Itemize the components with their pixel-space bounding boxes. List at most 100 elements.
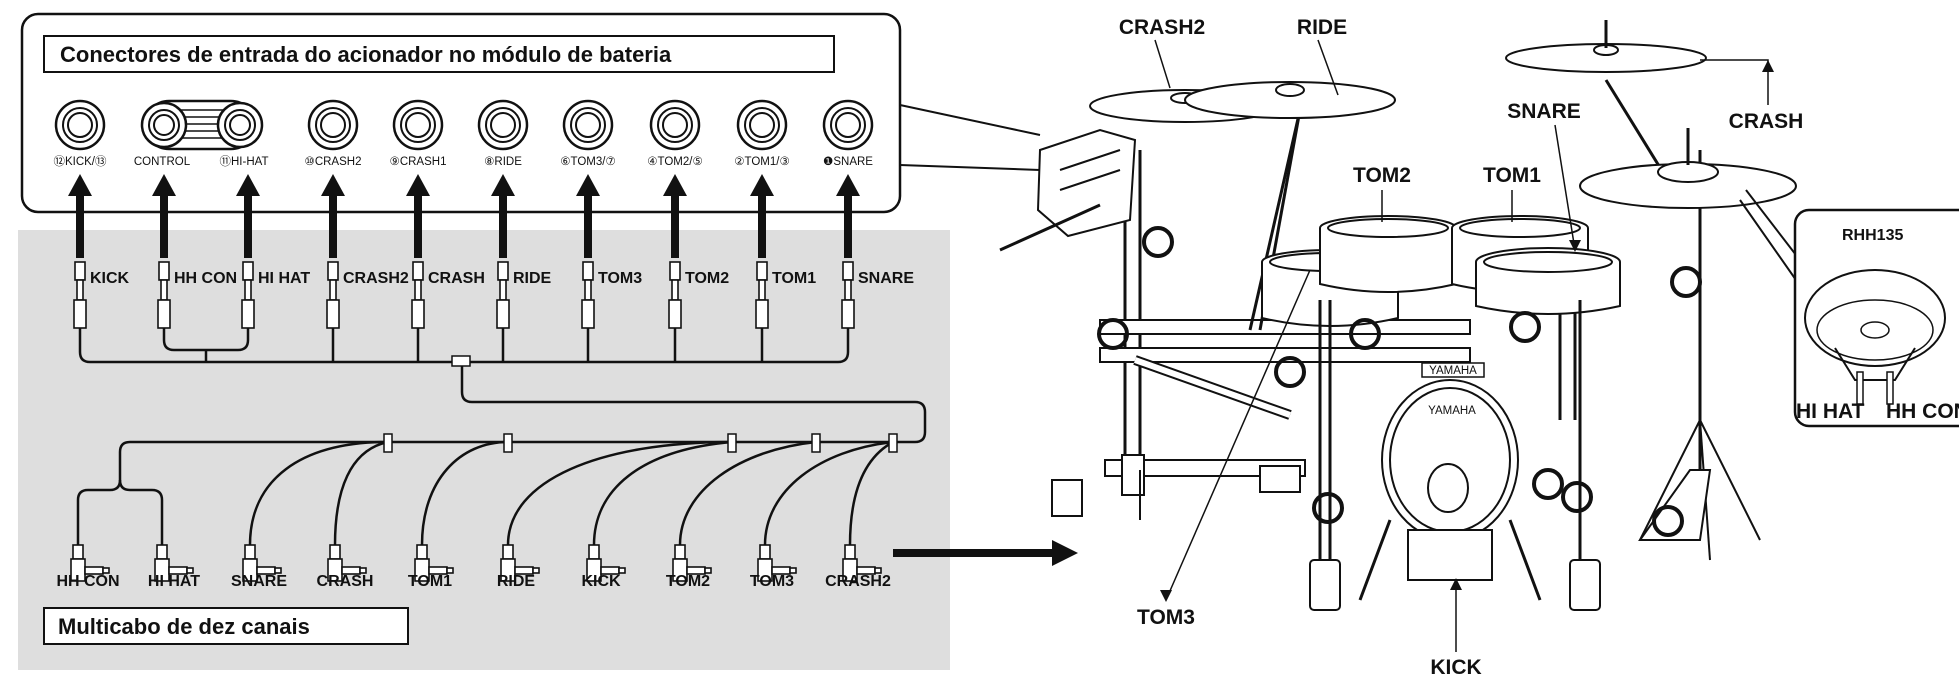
cable-label: HI HAT xyxy=(258,270,310,287)
kit-labels: CRASH2 RIDE CRASH SNARE TOM2 TOM1 TOM3 K… xyxy=(1119,16,1804,679)
callout-line xyxy=(899,104,1041,171)
kit-label-tom3: TOM3 xyxy=(1137,606,1195,629)
cymbal-hihat xyxy=(1579,128,1797,209)
rhh-label-hihat: HI HAT xyxy=(1796,400,1865,423)
rack-frame xyxy=(1051,150,1577,517)
jack-label: ⑨CRASH1 xyxy=(390,156,447,168)
top-plugs xyxy=(73,261,855,329)
drum-module xyxy=(999,128,1137,252)
jack-crash1 xyxy=(392,99,444,151)
cable-label: TOM3 xyxy=(750,573,794,590)
multicable-title-box: Multicabo de dez canais xyxy=(43,607,409,645)
plug-ride xyxy=(496,261,510,329)
plug-crash2 xyxy=(326,261,340,329)
cable-label: TOM2 xyxy=(685,270,729,287)
jack-label: ②TOM1/③ xyxy=(734,156,790,168)
plug-snare xyxy=(841,261,855,329)
jack-kick xyxy=(54,99,106,151)
jack-ride xyxy=(477,99,529,151)
lplug-tom2 xyxy=(672,544,712,582)
cable-label: KICK xyxy=(581,573,621,590)
jack-label: ⑧RIDE xyxy=(484,156,522,168)
rhh-title: RHH135 xyxy=(1842,227,1903,244)
brand-badge: YAMAHA xyxy=(1429,365,1477,377)
module-panel: Conectores de entrada do acionador no mó… xyxy=(20,12,902,214)
cable-label: TOM3 xyxy=(598,270,642,287)
cable-label: CRASH xyxy=(428,270,485,287)
plug-tom2 xyxy=(668,261,682,329)
rhh-callout-line xyxy=(1739,189,1797,281)
jack-label: ⑥TOM3/⑦ xyxy=(560,156,616,168)
jack-label: CONTROL xyxy=(134,156,191,168)
cable-label: KICK xyxy=(90,270,130,287)
cable-ties xyxy=(383,355,898,453)
kit-label-tom1: TOM1 xyxy=(1483,164,1541,187)
brand-kick: YAMAHA xyxy=(1428,405,1476,417)
jack-crash2 xyxy=(307,99,359,151)
top-cable-labels: KICK HH CON HI HAT CRASH2 CRASH RIDE TOM… xyxy=(90,270,914,287)
kit-label-kick: KICK xyxy=(1430,656,1481,679)
cable-label: SNARE xyxy=(858,270,914,287)
lplug-crash2 xyxy=(842,544,882,582)
plug-hhcon xyxy=(157,261,171,329)
plug-kick xyxy=(73,261,87,329)
cable-label: SNARE xyxy=(231,573,287,590)
plug-arrows xyxy=(68,174,860,258)
kit-label-snare: SNARE xyxy=(1507,100,1581,123)
lplug-ride xyxy=(500,544,540,582)
jack-label: ⑩CRASH2 xyxy=(305,156,362,168)
lplug-tom3 xyxy=(757,544,797,582)
lplug-hihat xyxy=(154,544,194,582)
connection-points xyxy=(1097,226,1702,537)
pad-kick xyxy=(1358,379,1542,601)
jack-tom1 xyxy=(736,99,788,151)
module-jacks xyxy=(54,99,874,151)
jack-snare xyxy=(822,99,874,151)
plug-hihat xyxy=(241,261,255,329)
jack-labels: ⑫KICK/⑬ CONTROL ⑪HI-HAT ⑩CRASH2 ⑨CRASH1 … xyxy=(53,155,873,168)
cable-label: RIDE xyxy=(497,573,536,590)
multicable-wiring xyxy=(76,328,927,546)
cable-label: TOM2 xyxy=(666,573,710,590)
cable-label: HH CON xyxy=(174,270,237,287)
cymbal-crash xyxy=(1505,20,1707,73)
lplug-hhcon xyxy=(70,544,110,582)
jack-control-hihat-pair xyxy=(140,99,264,151)
cable-label: CRASH2 xyxy=(343,270,409,287)
cable-label: HH CON xyxy=(56,573,119,590)
rhh135-box: RHH135 HI HAT HH CON xyxy=(1793,208,1959,428)
rhh-label-hhcon: HH CON xyxy=(1886,400,1959,423)
lplug-snare xyxy=(242,544,282,582)
module-panel-title: Conectores de entrada do acionador no mó… xyxy=(60,42,672,67)
jack-label: ④TOM2/⑤ xyxy=(647,156,703,168)
kit-label-ride: RIDE xyxy=(1297,16,1347,39)
multicable-title: Multicabo de dez canais xyxy=(58,614,310,639)
bottom-cable-labels: HH CON HI HAT SNARE CRASH TOM1 RIDE KICK… xyxy=(56,573,891,590)
lplug-tom1 xyxy=(414,544,454,582)
multicable-panel-background xyxy=(18,230,950,670)
pad-tom2 xyxy=(1319,215,1457,293)
jack-label: ⑪HI-HAT xyxy=(220,155,269,168)
jack-tom2 xyxy=(649,99,701,151)
cymbal-ride xyxy=(1184,81,1396,119)
plug-crash xyxy=(411,261,425,329)
kit-label-tom2: TOM2 xyxy=(1353,164,1411,187)
lplug-kick xyxy=(586,544,626,582)
plug-tom3 xyxy=(581,261,595,329)
cable-label: TOM1 xyxy=(772,270,816,287)
jack-tom3 xyxy=(562,99,614,151)
cable-label: CRASH2 xyxy=(825,573,891,590)
cable-label: CRASH xyxy=(317,573,374,590)
jack-label: ⑫KICK/⑬ xyxy=(53,155,107,168)
jack-label: ❶SNARE xyxy=(823,156,873,168)
drum-kit-illustration xyxy=(999,20,1797,611)
bottom-plugs xyxy=(70,544,882,582)
cable-label: RIDE xyxy=(513,270,552,287)
brand-badges: YAMAHA YAMAHA xyxy=(1421,362,1485,417)
pad-snare xyxy=(1475,247,1621,315)
cable-label: HI HAT xyxy=(148,573,200,590)
lplug-crash xyxy=(327,544,367,582)
to-kit-arrow xyxy=(893,540,1078,566)
kit-label-crash: CRASH xyxy=(1729,110,1804,133)
